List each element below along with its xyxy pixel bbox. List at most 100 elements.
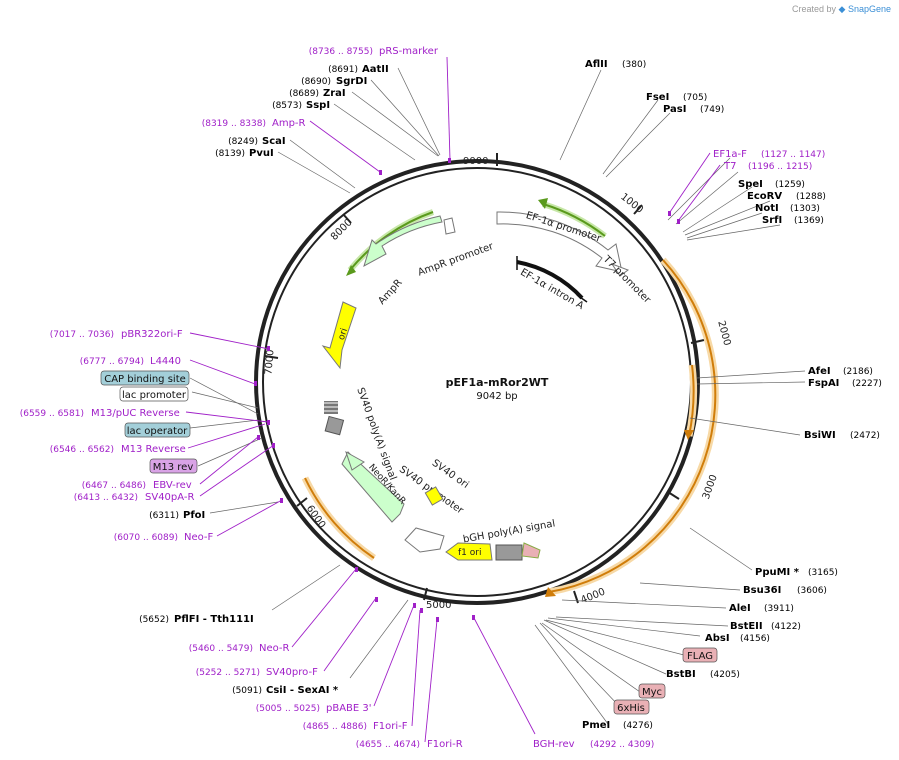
lac-promoter-label: lac promoter: [122, 390, 187, 401]
site-position: (3606): [797, 586, 827, 596]
site-position: (8689): [289, 89, 319, 99]
site-label: PmeI: [582, 720, 610, 731]
site-position: (4205): [710, 670, 740, 680]
site-position: (1259): [775, 180, 805, 190]
site-label: FspAI: [808, 378, 839, 389]
primer-name: pRS-marker: [379, 46, 439, 57]
site-label: FseI: [646, 92, 669, 103]
ef1a-intron-feature: [516, 260, 584, 300]
orf-arrowhead: [684, 430, 694, 440]
primer-name: SV40pro-F: [266, 667, 318, 678]
primer-position: (5252 .. 5271): [196, 668, 260, 678]
primer-position: (7017 .. 7036): [50, 330, 114, 340]
site-position: (6311): [149, 511, 179, 521]
site-position: (5091): [232, 686, 262, 696]
primer-position: (6559 .. 6581): [20, 409, 84, 419]
flag-box: [682, 647, 718, 663]
site-label: BsiWI: [804, 430, 836, 441]
primer-position: (6413 .. 6432): [74, 493, 138, 503]
his-tag-box: [613, 699, 650, 715]
site-label: NotI: [755, 203, 779, 214]
site-position: (8690): [301, 77, 331, 87]
primer-ring-marks: [254, 158, 680, 622]
ampr-feature: [363, 215, 443, 268]
primer-name: T7: [723, 161, 736, 172]
restriction-sites-right: AflII (380) FseI (705) PasI (749) SpeI (…: [582, 59, 882, 731]
ampr-promoter-label: AmpR promoter: [417, 241, 496, 279]
site-position: (749): [700, 105, 724, 115]
ampr-label: AmpR: [376, 277, 404, 307]
primer-position: (1196 .. 1215): [748, 162, 812, 172]
primer-arcs: [346, 198, 607, 276]
lac-operator-label: lac operator: [127, 426, 188, 437]
primer-name: Amp-R: [272, 118, 306, 129]
site-position: (4156): [740, 634, 770, 644]
lac-promoter-box: [119, 386, 189, 402]
site-label: PpuMI *: [755, 567, 800, 578]
site-position: (5652): [139, 615, 169, 625]
tick-label: 2000: [715, 320, 732, 347]
site-position: (1369): [794, 216, 824, 226]
primer-position: (5460 .. 5479): [189, 644, 253, 654]
site-position: (8139): [215, 149, 245, 159]
ef1a-promoter-feature: [496, 211, 623, 273]
primer-name: EF1a-F: [713, 149, 747, 160]
site-label: SgrDI: [336, 76, 367, 87]
site-position: (2227): [852, 379, 882, 389]
site-position: (8573): [272, 101, 302, 111]
boxed-features: CAP binding site lac promoter lac operat…: [100, 370, 718, 715]
site-label: EcoRV: [747, 191, 782, 202]
tick-label: 9000: [463, 156, 488, 167]
primer-name: Neo-F: [184, 532, 214, 543]
his-tag-label: 6xHis: [617, 703, 645, 714]
snapgene-credit: Created by ◆ SnapGene: [792, 4, 891, 15]
tick-label: 5000: [426, 600, 451, 611]
primer-name: pBR322ori-F: [121, 329, 183, 340]
neo-arrowhead: [345, 450, 365, 471]
primer-position: (1127 .. 1147): [761, 150, 825, 160]
primer-name: M13/pUC Reverse: [91, 408, 180, 419]
tick-label: 8000: [329, 217, 355, 243]
site-label: SspI: [306, 100, 330, 111]
myc-label: Myc: [642, 687, 662, 698]
site-position: (2472): [850, 431, 880, 441]
site-label: PflFI - Tth111I: [174, 614, 254, 625]
site-label: AatII: [362, 64, 389, 75]
ampr-promoter-feature: [443, 217, 456, 235]
credit-prefix: Created by: [791, 4, 836, 14]
site-position: (3165): [808, 568, 838, 578]
primer-arrowhead: [346, 265, 356, 276]
site-position: (1288): [796, 192, 826, 202]
primer-position: (5005 .. 5025): [256, 704, 320, 714]
f1-ori-label: f1 ori: [458, 548, 481, 558]
primer-leaders: [185, 56, 721, 743]
primer-name: BGH-rev: [533, 739, 575, 750]
site-label: CsiI - SexAI *: [266, 685, 339, 696]
site-position: (380): [622, 60, 646, 70]
primer-name: F1ori-F: [373, 721, 408, 732]
tag-feature: [521, 542, 541, 559]
primer-name: M13 Reverse: [121, 444, 186, 455]
tick-label: 3000: [701, 473, 720, 501]
site-label: AleI: [729, 603, 751, 614]
orf-arc-left-line: [304, 477, 375, 559]
primer-position: (4292 .. 4309): [590, 740, 654, 750]
site-label: SpeI: [738, 179, 763, 190]
site-position: (8249): [228, 137, 258, 147]
bgh-polya-feature: [495, 544, 523, 561]
primer-name: pBABE 3': [326, 703, 372, 714]
marker-feature: [324, 415, 345, 436]
site-label: ZraI: [323, 88, 346, 99]
plasmid-name: pEF1a-mRor2WT: [446, 376, 549, 389]
orf-arcs: [301, 257, 719, 597]
ampr-primer-arc-line: [349, 211, 434, 271]
plasmid-size: 9042 bp: [476, 391, 517, 402]
tick-label: 7000: [263, 349, 276, 375]
primer-name: Neo-R: [259, 643, 290, 654]
primer-name: F1ori-R: [427, 739, 463, 750]
ori-label: ori: [337, 327, 350, 341]
site-position: (1303): [790, 204, 820, 214]
tick-label: 1000: [618, 191, 645, 215]
flag-label: FLAG: [687, 651, 713, 662]
site-position: (8691): [328, 65, 358, 75]
